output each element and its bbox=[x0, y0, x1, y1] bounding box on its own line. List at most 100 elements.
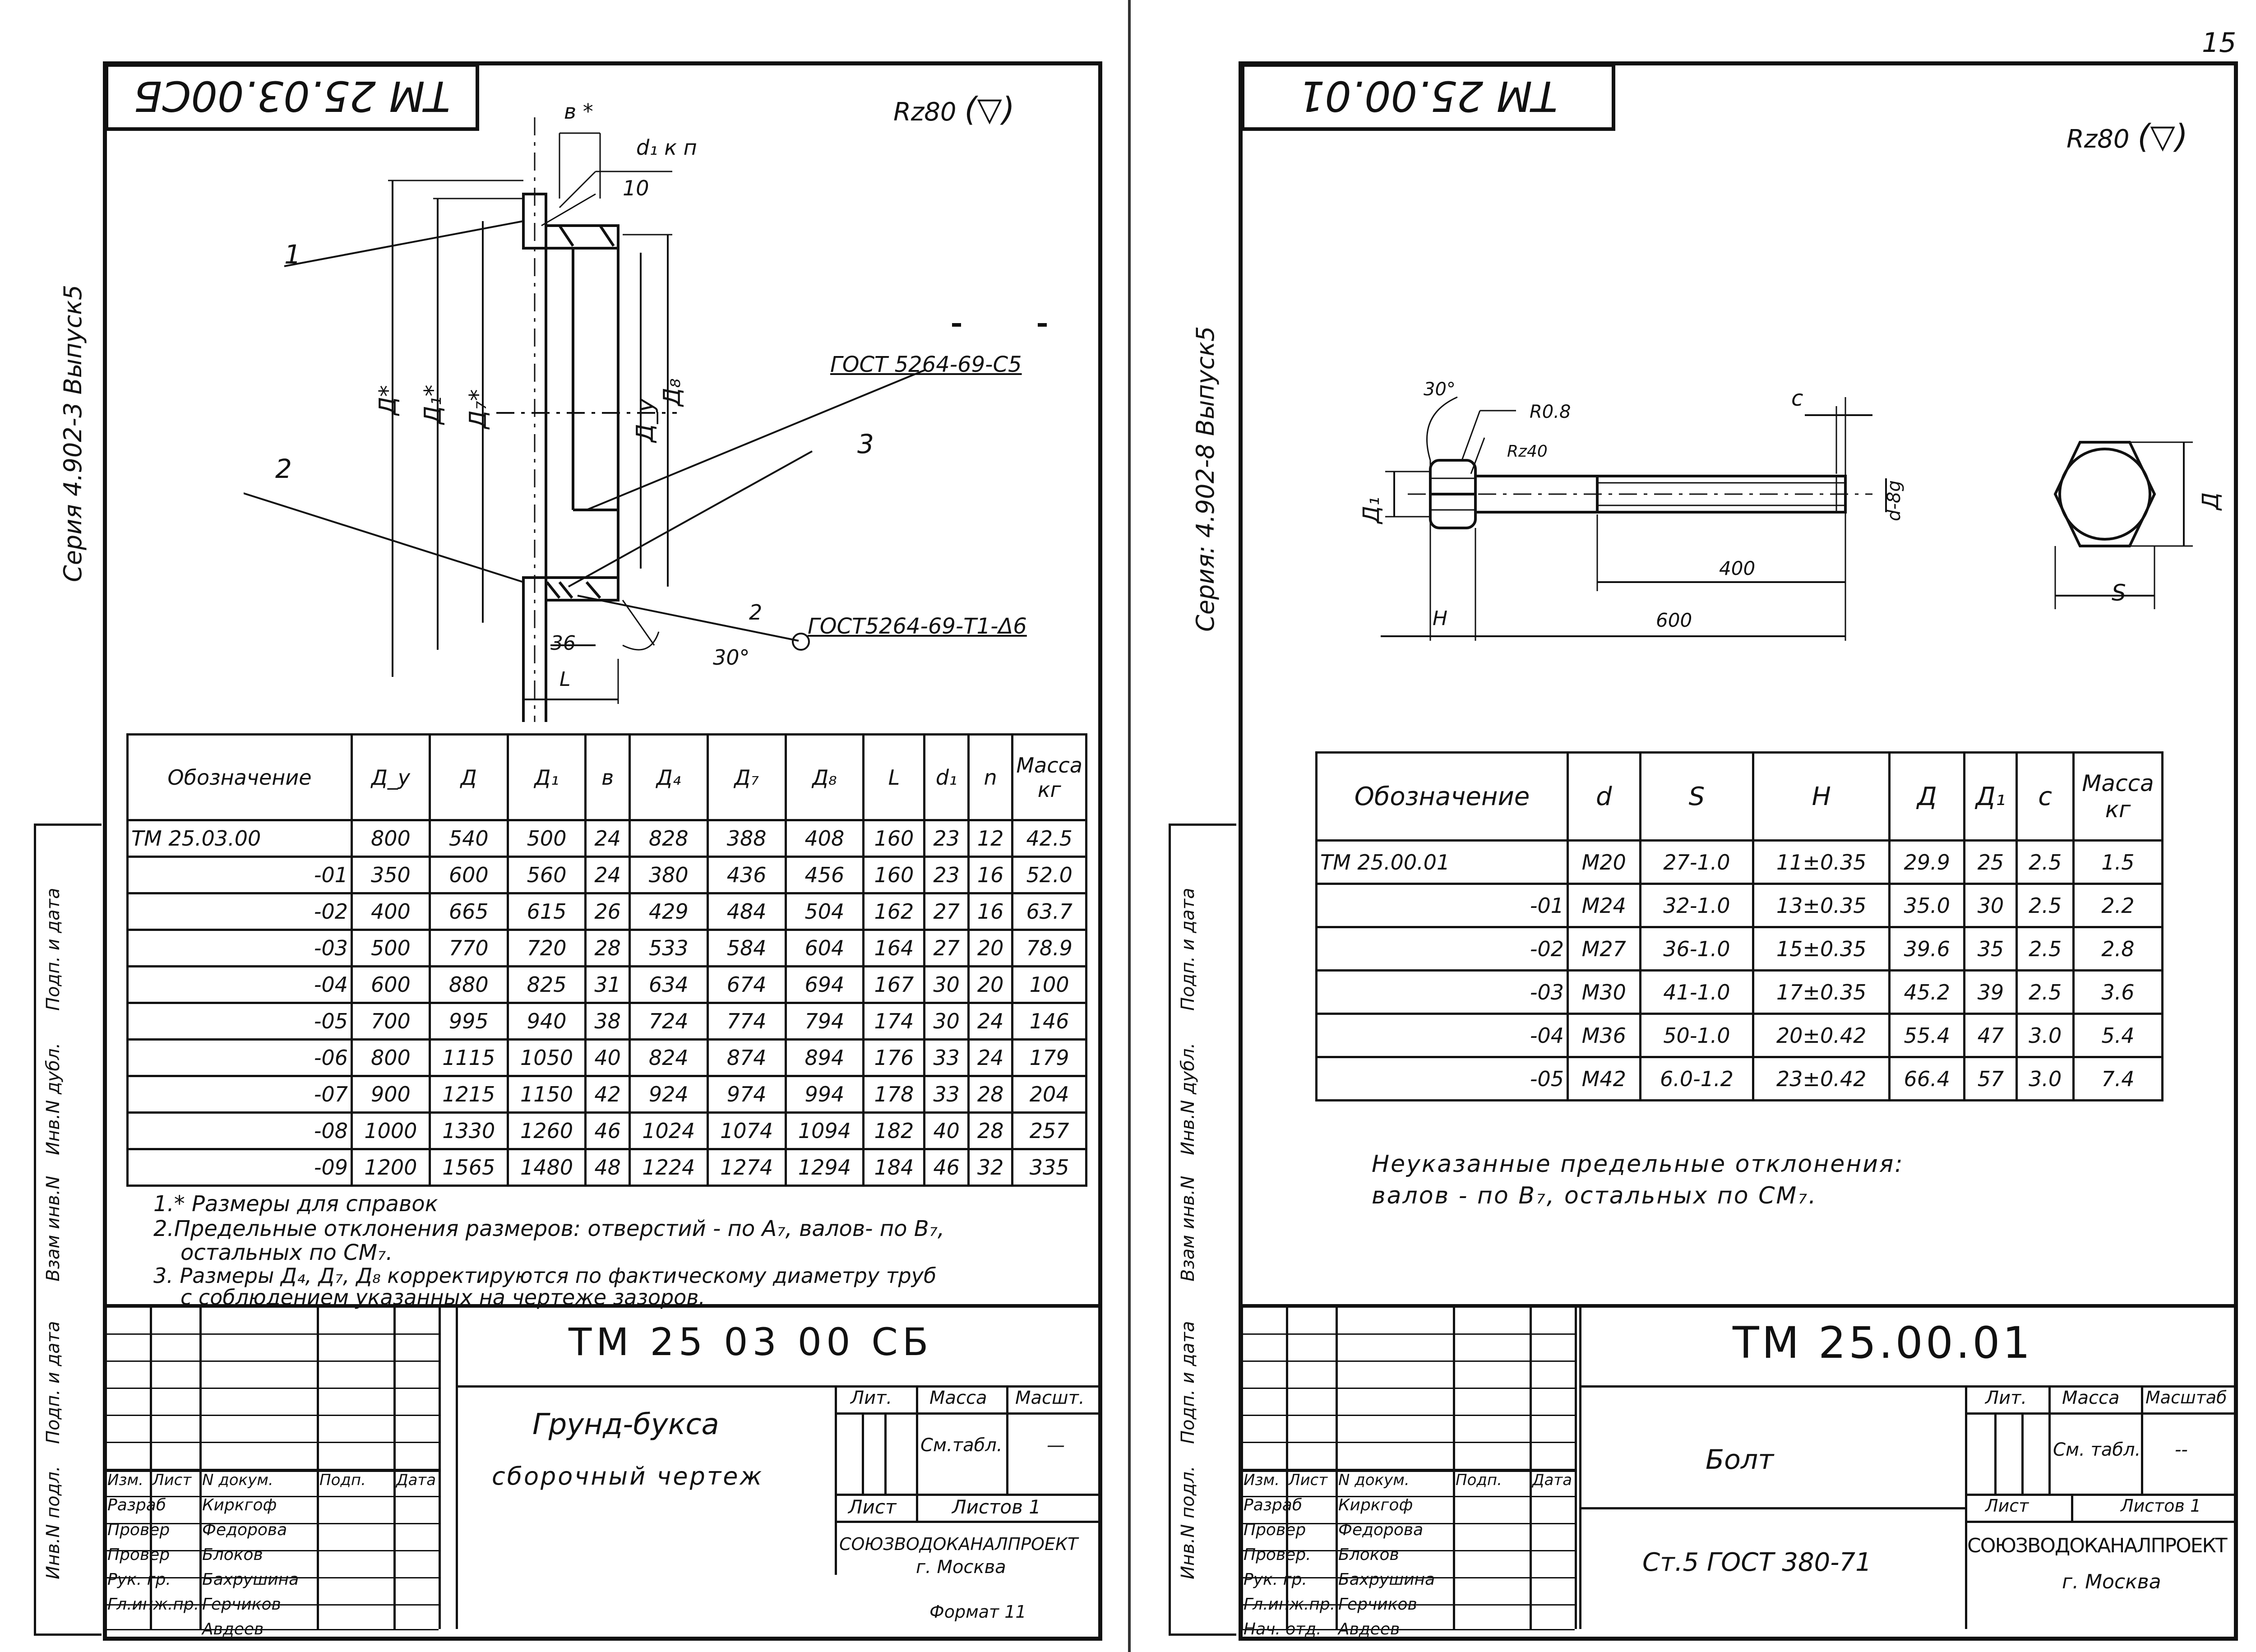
table-cell: 30 bbox=[1963, 883, 2018, 928]
table-cell: 600 bbox=[351, 965, 431, 1004]
col-header: Масса кг bbox=[2072, 751, 2164, 842]
left-tb-sheet: Лист bbox=[848, 1496, 897, 1518]
tb-name: Авдеев bbox=[202, 1620, 264, 1638]
left-dim-D1: Д₁* bbox=[420, 384, 447, 424]
left-dim-D7: Д₇* bbox=[465, 389, 492, 429]
table-cell: 1330 bbox=[428, 1111, 509, 1150]
bolt-hex-view bbox=[2053, 441, 2156, 547]
table-cell: 46 bbox=[923, 1148, 970, 1187]
table-cell: 24 bbox=[967, 1002, 1014, 1041]
table-cell: 46 bbox=[584, 1111, 631, 1150]
tb-name: Блоков bbox=[1338, 1546, 1399, 1564]
right-stamp-code: ТМ 25.00.01 bbox=[1241, 63, 1615, 131]
right-tb-code: ТМ 25.00.01 bbox=[1733, 1318, 2033, 1368]
right-spec-header: Обозначение d S Н Д Д₁ с Масса кг bbox=[1315, 751, 2164, 842]
left-dim-Dy: Д_у bbox=[632, 398, 659, 442]
table-cell: 28 bbox=[967, 1075, 1014, 1114]
table-cell: 28 bbox=[584, 929, 631, 967]
table-cell: 24 bbox=[584, 819, 631, 858]
table-cell: 1050 bbox=[506, 1038, 587, 1077]
table-cell: 42.5 bbox=[1011, 819, 1087, 858]
col-header: L bbox=[862, 733, 926, 821]
left-note-1: 1.* Размеры для справок bbox=[153, 1191, 438, 1217]
table-cell: 1294 bbox=[784, 1148, 865, 1187]
right-tb-scale: Масштаб bbox=[2145, 1388, 2227, 1407]
left-dim-D: Д* bbox=[374, 385, 402, 415]
tb-role: Провер bbox=[107, 1521, 170, 1539]
left-tb-mass: Масса bbox=[929, 1388, 987, 1408]
table-cell: 55.4 bbox=[1888, 1013, 1966, 1058]
left-title-block bbox=[103, 1304, 1102, 1629]
col-header: в bbox=[584, 733, 631, 821]
left-tb-scale-value: — bbox=[1047, 1435, 1065, 1456]
table-cell: -05 bbox=[126, 1002, 353, 1041]
right-tb-sheets: Листов 1 bbox=[2121, 1496, 2201, 1516]
table-cell: 1024 bbox=[628, 1111, 709, 1150]
table-cell: -02 bbox=[126, 892, 353, 931]
left-label-2: 2 bbox=[275, 453, 292, 484]
table-cell: 1565 bbox=[428, 1148, 509, 1187]
right-tb-name: Болт bbox=[1706, 1444, 1774, 1476]
left-spec-header: Обозначение Д_у Д Д₁ в Д₄ Д₇ Д₈ L d₁ n М… bbox=[126, 733, 1087, 821]
table-cell: 20 bbox=[967, 965, 1014, 1004]
table-cell: 174 bbox=[862, 1002, 926, 1041]
table-cell: 600 bbox=[428, 856, 509, 894]
table-cell: 604 bbox=[784, 929, 865, 967]
table-cell: М20 bbox=[1567, 839, 1641, 885]
right-side-label-1: Подп. и дата bbox=[1178, 888, 1198, 1011]
table-cell: 380 bbox=[628, 856, 709, 894]
table-cell: 184 bbox=[862, 1148, 926, 1187]
left-side-label-3: Взам инв.N bbox=[43, 1175, 64, 1282]
right-sheet bbox=[1239, 61, 2238, 1641]
page-number: 15 bbox=[2202, 27, 2237, 59]
table-cell: -05 bbox=[1315, 1056, 1569, 1101]
table-cell: 57 bbox=[1963, 1056, 2018, 1101]
table-cell: 23 bbox=[923, 819, 970, 858]
table-cell: 17±0.35 bbox=[1752, 969, 1891, 1015]
table-cell: 146 bbox=[1011, 1002, 1087, 1041]
table-cell: 32 bbox=[967, 1148, 1014, 1187]
table-cell: 429 bbox=[628, 892, 709, 931]
table-cell: 27 bbox=[923, 892, 970, 931]
table-cell: М30 bbox=[1567, 969, 1641, 1015]
tb-name: Герчиков bbox=[202, 1595, 281, 1614]
table-cell: 500 bbox=[506, 819, 587, 858]
tb-col-header: Изм. bbox=[107, 1471, 143, 1489]
left-roughness-symbol: (▽) bbox=[964, 90, 1015, 128]
right-side-strip bbox=[1169, 824, 1236, 1636]
table-cell: 436 bbox=[706, 856, 787, 894]
table-cell: 2.2 bbox=[2072, 883, 2164, 928]
table-cell: -01 bbox=[126, 856, 353, 894]
col-header: Обозначение bbox=[126, 733, 353, 821]
table-cell: -08 bbox=[126, 1111, 353, 1150]
right-tb-material: Ст.5 ГОСТ 380-71 bbox=[1642, 1548, 1872, 1577]
table-cell: 3.6 bbox=[2072, 969, 2164, 1015]
col-header: Н bbox=[1752, 751, 1891, 842]
table-cell: 100 bbox=[1011, 965, 1087, 1004]
tb-role: Нач. отд. bbox=[1244, 1620, 1322, 1638]
right-note-2: валов - по В₇, остальных по СМ₇. bbox=[1372, 1182, 1817, 1209]
table-cell: 47 bbox=[1963, 1013, 2018, 1058]
left-label-3: 3 bbox=[857, 429, 874, 459]
table-cell: 880 bbox=[428, 965, 509, 1004]
table-cell: 66.4 bbox=[1888, 1056, 1966, 1101]
left-side-label-1: Подп. и дата bbox=[43, 888, 64, 1011]
table-cell: 176 bbox=[862, 1038, 926, 1077]
table-cell: 178 bbox=[862, 1075, 926, 1114]
tb-role: Рук. гр. bbox=[107, 1570, 171, 1589]
table-cell: 12 bbox=[967, 819, 1014, 858]
right-title-block bbox=[1239, 1304, 2238, 1629]
table-cell: 40 bbox=[923, 1111, 970, 1150]
table-cell: 179 bbox=[1011, 1038, 1087, 1077]
table-cell: 560 bbox=[506, 856, 587, 894]
table-cell: 408 bbox=[784, 819, 865, 858]
table-cell: 162 bbox=[862, 892, 926, 931]
right-note-1: Неуказанные предельные отклонения: bbox=[1372, 1151, 1904, 1178]
